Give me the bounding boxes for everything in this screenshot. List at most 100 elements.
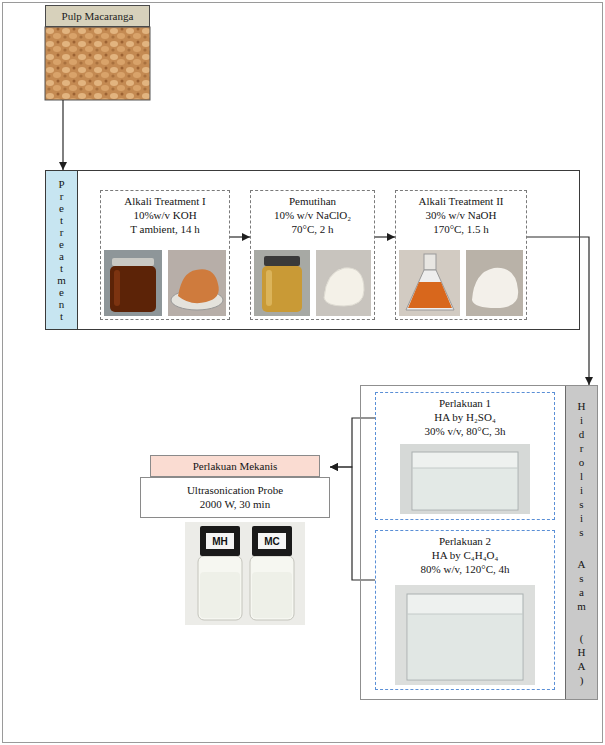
band-letter: e — [46, 238, 77, 250]
step-text: Alkali Treatment I — [101, 194, 229, 208]
band-letter: t — [46, 214, 77, 226]
beaker-photo — [400, 444, 530, 514]
step-text: Alkali Treatment II — [396, 194, 526, 208]
process-detail: 2000 W, 30 min — [141, 497, 329, 511]
band-letter: a — [566, 585, 597, 599]
flow-arrow — [330, 418, 375, 467]
process-box: Alkali Treatment I10%w/v KOHT ambient, 1… — [100, 190, 230, 320]
beaker-photo — [412, 452, 518, 510]
band-letter: d — [566, 427, 597, 441]
band-letter: P — [46, 178, 77, 190]
flow-arrow — [62, 100, 63, 170]
flow-arrow — [375, 236, 395, 237]
orange-pulp-photo — [168, 250, 226, 316]
amber-extract-photo — [254, 250, 310, 316]
beaker-photo — [400, 444, 530, 514]
flask-photo — [424, 254, 436, 270]
step-text: 170°C, 1.5 h — [396, 222, 526, 236]
outer-frame — [3, 3, 603, 743]
beaker-photo — [413, 468, 517, 509]
material-box: Pulp Macaranga — [45, 5, 150, 100]
step-text: 10% w/v NaClO₂ — [251, 208, 374, 222]
band-letter: s — [566, 525, 597, 539]
step-text: 30% v/v, 80°C, 3h — [376, 424, 554, 438]
band-letter: m — [46, 274, 77, 286]
pulp-photo — [45, 27, 150, 100]
bottle-photo — [252, 526, 292, 556]
band-letter: r — [46, 190, 77, 202]
process-detail: Ultrasonication Probe — [141, 483, 329, 497]
white-pulp-photo — [472, 268, 518, 308]
band-letter: l — [566, 469, 597, 483]
stage-band: Hidrolisis Asam (HA) — [565, 386, 597, 699]
band-letter: r — [46, 226, 77, 238]
band-letter — [566, 613, 597, 631]
dark-extract-photo — [104, 250, 162, 316]
band-letter: A — [566, 659, 597, 673]
process-box: Pemutihan10% w/v NaClO₂70°C, 2 h — [250, 190, 375, 320]
dark-extract-photo — [104, 250, 162, 316]
step-text: T ambient, 14 h — [101, 222, 229, 236]
orange-pulp-photo — [168, 250, 226, 316]
amber-extract-photo — [264, 256, 300, 266]
stage-band: Pretreatment — [46, 171, 78, 329]
bottle-photo — [252, 572, 292, 618]
band-letter: t — [46, 310, 77, 322]
bleached-pulp-photo — [316, 250, 371, 316]
white-pulp-photo — [466, 250, 523, 316]
band-letter: m — [566, 599, 597, 613]
node-heading: Perlakuan Mekanis — [150, 455, 320, 477]
beaker-photo — [395, 585, 535, 685]
step-text: Perlakuan 1 — [376, 396, 554, 410]
stage-label: Pretreatment — [46, 178, 77, 322]
step-text: 30% w/v NaOH — [396, 208, 526, 222]
band-letter: ( — [566, 631, 597, 645]
band-letter: e — [46, 286, 77, 298]
step-text: 10%w/v KOH — [101, 208, 229, 222]
bleached-pulp-photo — [316, 250, 371, 316]
amber-extract-photo — [262, 266, 302, 312]
band-letter: n — [46, 298, 77, 310]
band-letter: e — [46, 202, 77, 214]
node-heading: Pulp Macaranga — [45, 5, 150, 27]
amber-extract-photo — [266, 270, 272, 306]
stage-group: Alkali Treatment I10%w/v KOHT ambient, 1… — [45, 170, 580, 330]
band-letter: A — [566, 557, 597, 571]
bottle-label: MC — [264, 536, 280, 547]
step-text: 80% w/v, 120°C, 4h — [376, 562, 554, 576]
step-text: HA by H₂SO₄ — [376, 410, 554, 424]
bottle-photo — [200, 526, 240, 556]
flow-arrow — [330, 467, 375, 580]
flask-photo — [406, 270, 454, 310]
stage-group: Perlakuan 1HA by H₂SO₄30% v/v, 80°C, 3hP… — [360, 385, 598, 700]
band-letter: o — [566, 455, 597, 469]
bottle-photo — [198, 556, 242, 620]
band-letter: i — [566, 511, 597, 525]
band-letter: i — [566, 413, 597, 427]
band-letter: t — [46, 262, 77, 274]
beaker-photo — [407, 614, 523, 615]
flask-photo — [408, 282, 452, 308]
bottle-photo — [258, 533, 286, 549]
band-letter: s — [566, 497, 597, 511]
process-box: Perlakuan 1HA by H₂SO₄30% v/v, 80°C, 3h — [375, 392, 555, 520]
dark-extract-photo — [112, 258, 154, 266]
band-letter: a — [46, 250, 77, 262]
process-box: Perlakuan 2HA by C₄H₄O₄80% w/v, 120°C, 4… — [375, 530, 555, 690]
bottle-label: MH — [212, 536, 228, 547]
bottle-photo — [200, 572, 240, 618]
beaker-photo — [407, 594, 523, 680]
band-letter: H — [566, 399, 597, 413]
band-letter — [566, 539, 597, 557]
process-box: Alkali Treatment II30% w/v NaOH170°C, 1.… — [395, 190, 527, 320]
bottle-photo — [185, 522, 305, 625]
bottle-photo — [250, 556, 294, 620]
white-pulp-photo — [466, 250, 523, 316]
beaker-photo — [395, 585, 535, 685]
band-letter: s — [566, 571, 597, 585]
bottle-photo — [206, 533, 234, 549]
step-text: Pemutihan — [251, 194, 374, 208]
